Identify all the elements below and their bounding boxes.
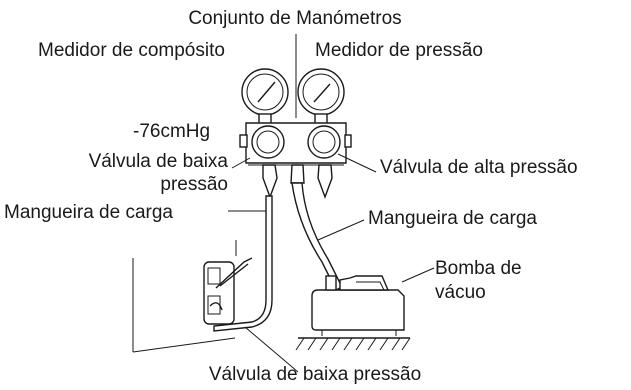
bottom-valve-label: Válvula de baixa pressão <box>208 364 422 385</box>
leader-lines <box>228 153 435 373</box>
pressure-gauge-label: Medidor de pressão <box>315 40 483 61</box>
vacuum-reading-label: -76cmHg <box>133 121 211 142</box>
appliance-outline-icon <box>132 240 237 353</box>
compound-gauge-label: Medidor de compósito <box>38 40 225 61</box>
low-side-hose-icon <box>213 195 273 332</box>
low-valve-label-line1: Válvula de baixa <box>88 151 228 172</box>
charge-hose-right-label: Mangueira de carga <box>368 208 537 229</box>
floor-hatch-icon <box>295 337 411 351</box>
hose-ports-icon <box>262 164 333 200</box>
vacuum-pump-label-line1: Bomba de <box>435 258 522 279</box>
pressure-gauge-icon <box>297 68 345 125</box>
manifold-set-label: Conjunto de Manómetros <box>188 8 402 29</box>
center-hose-icon <box>291 182 343 291</box>
vacuum-pump-label-line2: vácuo <box>435 282 486 303</box>
vacuum-pump-icon <box>311 275 405 336</box>
low-pressure-valve-knob-icon <box>251 125 285 159</box>
compound-gauge-icon <box>241 68 289 125</box>
low-valve-label-line2: pressão <box>160 174 228 195</box>
service-valve-icon <box>203 257 253 325</box>
charge-hose-left-label: Mangueira de carga <box>4 202 173 223</box>
high-valve-label: Válvula de alta pressão <box>380 157 578 178</box>
high-pressure-valve-knob-icon <box>307 125 341 159</box>
